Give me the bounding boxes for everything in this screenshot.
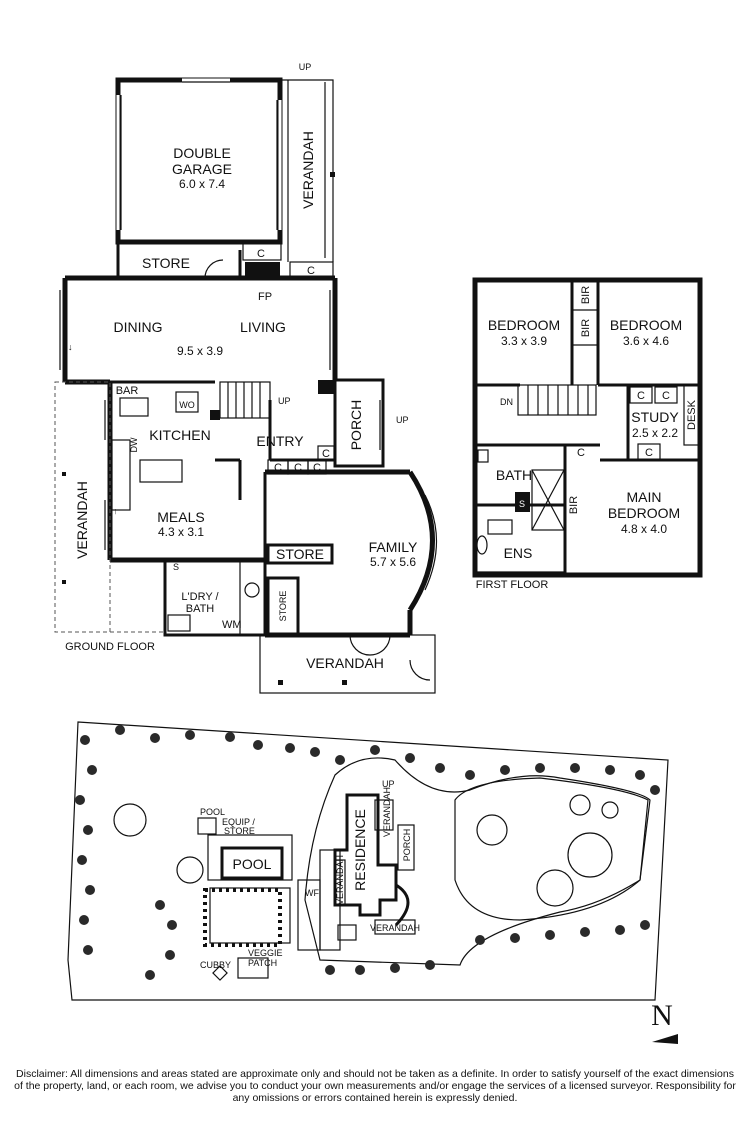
main-bedroom-label: MAIN bbox=[627, 489, 662, 505]
left-verandah-outline bbox=[54, 381, 111, 633]
family-label: FAMILY bbox=[369, 539, 418, 555]
meals-label: MEALS bbox=[157, 509, 204, 525]
cupboard-label: C bbox=[637, 390, 645, 402]
study-label: STUDY bbox=[631, 409, 679, 425]
cupboard-label: C bbox=[322, 448, 330, 460]
laundry-label: L'DRY / bbox=[181, 591, 219, 603]
down-label: DN bbox=[500, 397, 513, 407]
pool-equip-label: POOL bbox=[200, 807, 225, 817]
top-verandah-label: VERANDAH bbox=[300, 131, 316, 209]
porch-walls bbox=[333, 378, 385, 468]
wf-label: WF bbox=[305, 888, 319, 898]
site-verandah-label: VERANDAH bbox=[382, 787, 392, 837]
site-up-label: UP bbox=[382, 779, 395, 789]
pool-label: POOL bbox=[233, 856, 272, 872]
stairs-ground bbox=[210, 381, 271, 420]
kitchen-label: KITCHEN bbox=[149, 427, 210, 443]
pool-equip-label-2: EQUIP / bbox=[222, 817, 255, 827]
fireplace-label: FP bbox=[258, 291, 272, 303]
store-label-3: STORE bbox=[278, 591, 288, 622]
bedroom-1-dimensions: 3.3 x 3.9 bbox=[501, 334, 547, 348]
pool-shape bbox=[220, 846, 284, 880]
site-porch-label: PORCH bbox=[402, 829, 412, 862]
north-compass: N bbox=[651, 999, 678, 1044]
ground-floor-caption: GROUND FLOOR bbox=[65, 641, 155, 653]
site-verandah-label-2: VERANDAH bbox=[335, 855, 345, 905]
site-plan: POOL EQUIP / STORE POOL RESIDENCE PORCH … bbox=[67, 721, 669, 1001]
bar-label: BAR bbox=[116, 385, 139, 397]
patch-label: PATCH bbox=[248, 958, 277, 968]
left-verandah-label: VERANDAH bbox=[74, 481, 90, 559]
north-label: N bbox=[651, 999, 673, 1032]
bedroom-2-label: BEDROOM bbox=[610, 317, 682, 333]
first-floor-plan: BEDROOM 3.3 x 3.9 BIR BIR BEDROOM 3.6 x … bbox=[472, 277, 703, 591]
desk-label: DESK bbox=[686, 399, 698, 430]
arrow-up-icon: ↑ bbox=[113, 506, 118, 516]
cupboard-label: C bbox=[662, 390, 670, 402]
disclaimer-text: Disclaimer: All dimensions and areas sta… bbox=[14, 1068, 736, 1104]
garage-dimensions: 6.0 x 7.4 bbox=[179, 177, 225, 191]
up-label-top: UP bbox=[299, 62, 312, 72]
entry-label: ENTRY bbox=[256, 433, 304, 449]
arrow-down-icon: ↓ bbox=[68, 342, 73, 352]
bath-label: BATH bbox=[186, 603, 215, 615]
cupboard-label: C bbox=[257, 248, 265, 260]
pool-equip-label-3: STORE bbox=[224, 826, 255, 836]
shower-fill bbox=[515, 492, 530, 512]
ground-floor-plan: ↓ ↑ DOUBLE GARAGE 6.0 x 7.4 VERANDAH UP … bbox=[54, 62, 438, 694]
dining-label: DINING bbox=[114, 319, 163, 335]
veggie-label: VEGGIE bbox=[248, 948, 283, 958]
up-label-stairs: UP bbox=[278, 396, 291, 406]
pool-surround bbox=[207, 834, 293, 881]
built-in-robe-label: BIR bbox=[568, 496, 580, 514]
trees bbox=[75, 725, 660, 980]
stairs-first bbox=[517, 384, 597, 416]
dining-living-dimensions: 9.5 x 3.9 bbox=[177, 344, 223, 358]
garage-label-2: GARAGE bbox=[172, 161, 232, 177]
store-label: STORE bbox=[142, 255, 190, 271]
study-dimensions: 2.5 x 2.2 bbox=[632, 426, 678, 440]
cubby-label: CUBBY bbox=[200, 960, 231, 970]
cupboard-label: C bbox=[274, 462, 282, 474]
main-bedroom-label-2: BEDROOM bbox=[608, 505, 680, 521]
site-verandah-label-3: VERANDAH bbox=[370, 923, 420, 933]
shower-label: S bbox=[519, 499, 525, 509]
cupboard-label: C bbox=[577, 447, 585, 459]
bottom-verandah-label: VERANDAH bbox=[306, 655, 384, 671]
residence-label: RESIDENCE bbox=[352, 809, 368, 891]
cupboard-label: C bbox=[307, 265, 315, 277]
site-boundary bbox=[67, 721, 669, 1001]
store-label-2: STORE bbox=[276, 546, 324, 562]
ensuite-label: ENS bbox=[504, 545, 533, 561]
washing-machine-label: WM bbox=[222, 619, 242, 631]
sink-label: S bbox=[173, 562, 179, 572]
bedroom-2-dimensions: 3.6 x 4.6 bbox=[623, 334, 669, 348]
cupboard-label: C bbox=[645, 447, 653, 459]
living-label: LIVING bbox=[240, 319, 286, 335]
cupboard-label: C bbox=[313, 462, 321, 474]
dishwasher-label: DW bbox=[129, 437, 139, 452]
north-arrow-icon bbox=[652, 1034, 678, 1044]
bath-label-first: BATH bbox=[496, 467, 532, 483]
built-in-robe-label: BIR bbox=[580, 319, 592, 337]
meals-dimensions: 4.3 x 3.1 bbox=[158, 525, 204, 539]
family-dimensions: 5.7 x 5.6 bbox=[370, 555, 416, 569]
porch-label: PORCH bbox=[348, 400, 364, 451]
fireplace bbox=[245, 262, 280, 278]
garage-label: DOUBLE bbox=[173, 145, 231, 161]
hedge-dots bbox=[203, 888, 282, 947]
up-label-porch: UP bbox=[396, 415, 409, 425]
bottom-verandah bbox=[259, 634, 436, 694]
wall-oven-label: WO bbox=[179, 400, 195, 410]
bedroom-1-label: BEDROOM bbox=[488, 317, 560, 333]
first-floor-caption: FIRST FLOOR bbox=[476, 579, 549, 591]
built-in-robe-label: BIR bbox=[580, 286, 592, 304]
cupboard-label: C bbox=[294, 462, 302, 474]
main-bedroom-dimensions: 4.8 x 4.0 bbox=[621, 522, 667, 536]
